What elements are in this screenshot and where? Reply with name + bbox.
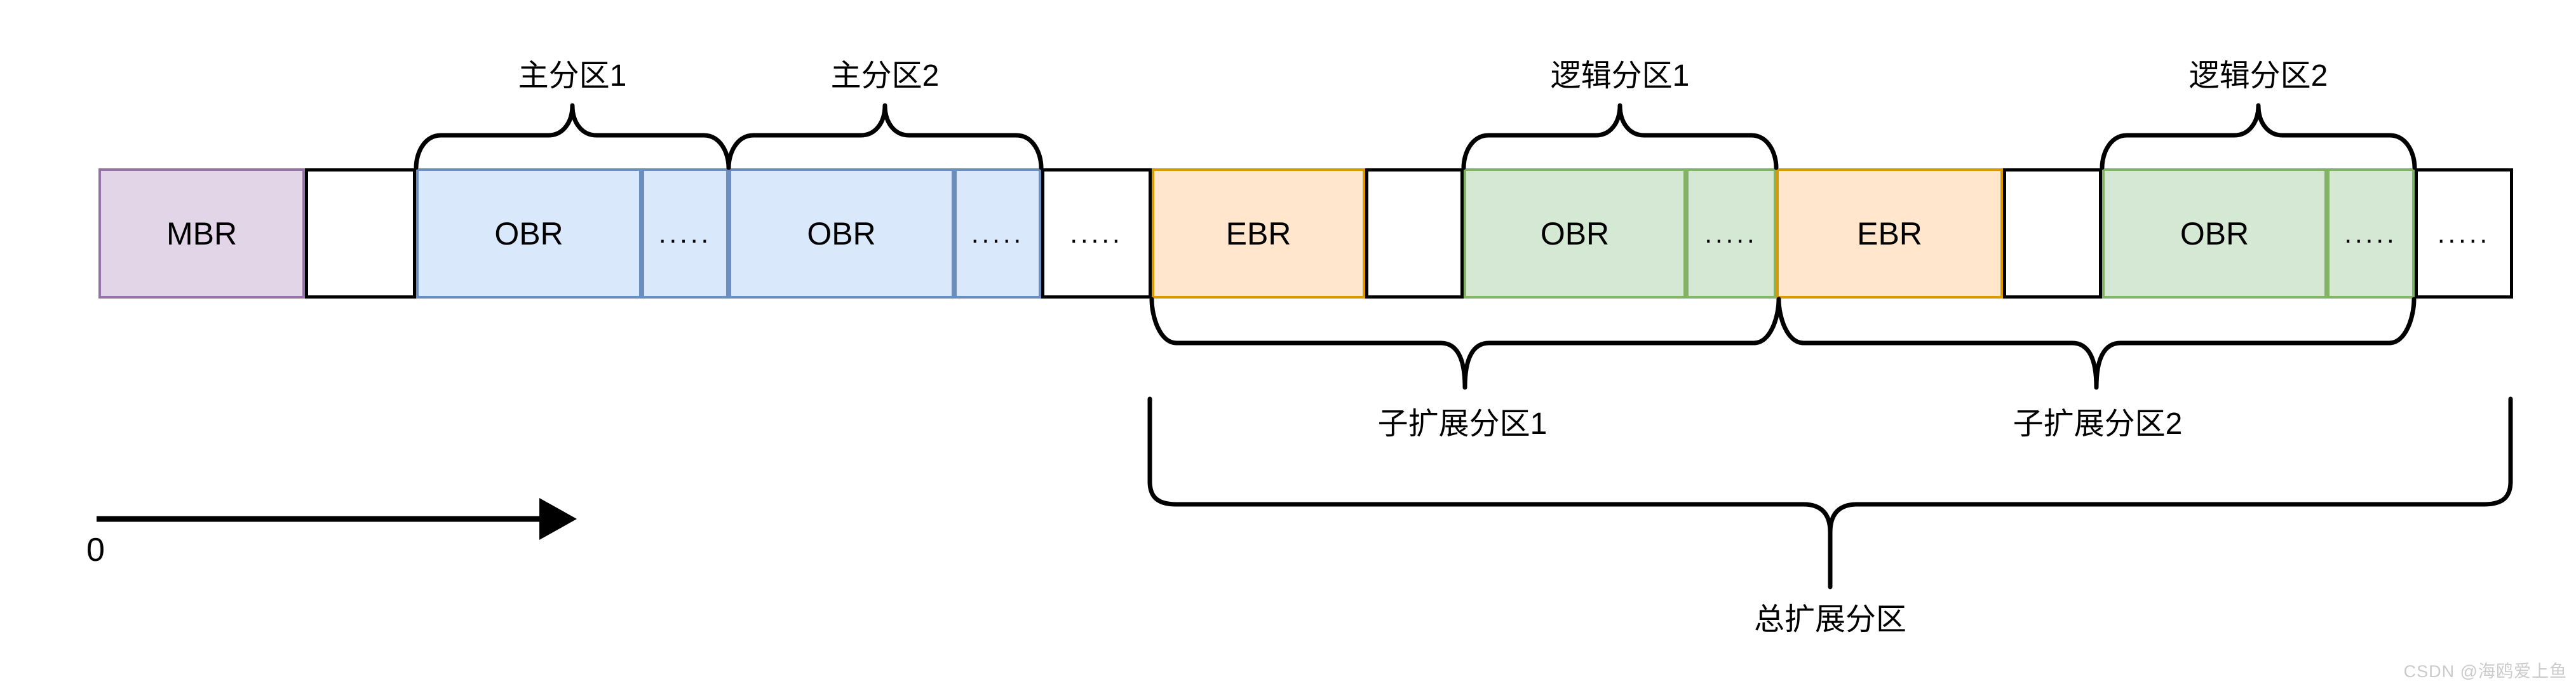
block-label: ..... — [2344, 218, 2397, 248]
block-label: ..... — [2437, 218, 2491, 248]
block-label: ..... — [971, 218, 1025, 248]
block-ebr-1: EBR — [1152, 168, 1365, 299]
dots-cell-primary-2: ..... — [954, 168, 1041, 299]
label-primary-partition-1: 主分区1 — [518, 59, 627, 93]
label-logical-partition-1: 逻辑分区1 — [1550, 59, 1690, 93]
block-obr-logical-2: OBR — [2102, 168, 2327, 299]
block-mbr: MBR — [98, 168, 305, 299]
label-sub-extended-partition-1: 子扩展分区1 — [1377, 407, 1548, 441]
block-obr-logical-1: OBR — [1464, 168, 1686, 299]
label-logical-partition-2: 逻辑分区2 — [2188, 59, 2328, 93]
brace-total-extended — [1147, 396, 2513, 589]
csdn-watermark: CSDN @海鸥爱上鱼 — [2403, 662, 2567, 681]
label-primary-partition-2: 主分区2 — [830, 59, 940, 93]
axis-origin-label: 0 — [86, 532, 105, 568]
label-sub-extended-partition-2: 子扩展分区2 — [2013, 407, 2183, 441]
block-label: OBR — [1540, 215, 1610, 252]
block-obr-primary-1: OBR — [416, 168, 642, 299]
block-obr-primary-2: OBR — [729, 168, 954, 299]
gap-cell-2 — [1365, 168, 1464, 299]
offset-axis-arrow — [97, 498, 577, 540]
brace-logical-2 — [2100, 103, 2417, 170]
block-label: ..... — [1070, 218, 1123, 248]
dots-cell-logical-1: ..... — [1686, 168, 1776, 299]
dots-cell-unallocated: ..... — [1041, 168, 1152, 299]
brace-primary-1 — [414, 103, 731, 170]
block-label: EBR — [1857, 215, 1922, 252]
brace-logical-1 — [1461, 103, 1779, 170]
dots-cell-primary-1: ..... — [642, 168, 729, 299]
dots-cell-logical-2: ..... — [2327, 168, 2415, 299]
brace-sub-extended-1 — [1149, 297, 1781, 390]
block-label: ..... — [1704, 218, 1758, 248]
block-label: MBR — [166, 215, 238, 252]
brace-primary-2 — [726, 103, 1044, 170]
dots-cell-end: ..... — [2415, 168, 2513, 299]
label-total-extended-partition: 总扩展分区 — [1753, 603, 1907, 636]
gap-cell-1 — [305, 168, 416, 299]
block-label: OBR — [494, 215, 563, 252]
block-label: ..... — [658, 218, 712, 248]
block-label: OBR — [2180, 215, 2249, 252]
gap-cell-3 — [2003, 168, 2102, 299]
brace-sub-extended-2 — [1776, 297, 2417, 390]
block-label: EBR — [1225, 215, 1291, 252]
block-label: OBR — [807, 215, 876, 252]
block-ebr-2: EBR — [1776, 168, 2003, 299]
